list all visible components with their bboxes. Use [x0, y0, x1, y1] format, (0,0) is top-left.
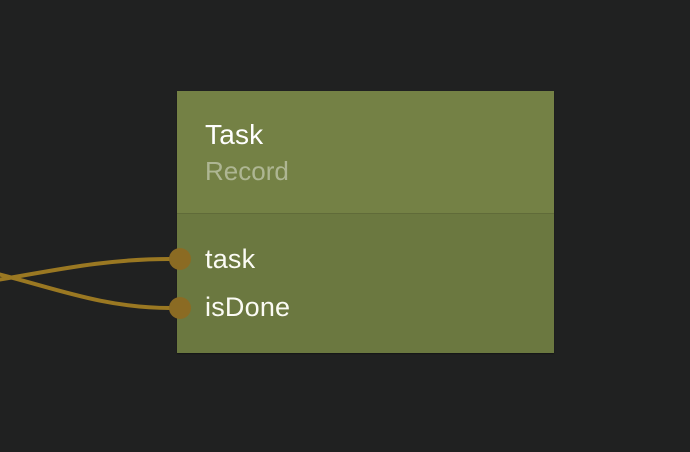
node-subtitle: Record — [205, 156, 289, 186]
port-handle-isdone-icon[interactable] — [169, 297, 191, 319]
port-row-isdone: isDone — [177, 283, 554, 331]
node-body: task isDone — [177, 213, 554, 353]
port-handle-task-icon[interactable] — [169, 248, 191, 270]
port-label-isdone: isDone — [205, 291, 291, 322]
edge-to-task-port — [0, 257, 172, 282]
port-row-task: task — [177, 235, 554, 283]
port-label-task: task — [205, 243, 256, 274]
edge-to-isdone-port — [0, 272, 172, 310]
node-title: Task — [205, 119, 264, 150]
node-header[interactable]: Task Record — [177, 91, 554, 213]
node-task[interactable]: Task Record task isDone — [177, 91, 554, 353]
